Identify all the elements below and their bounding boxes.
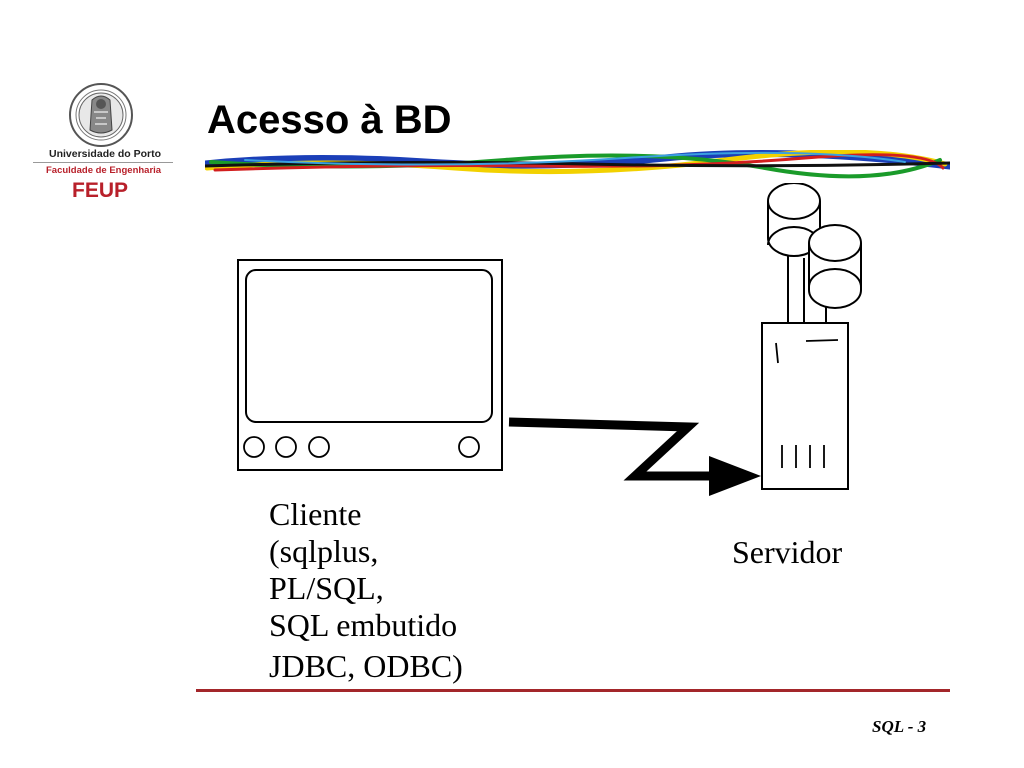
connection-arrow-icon: [508, 417, 761, 496]
client-label-line: Cliente: [269, 496, 362, 532]
client-label-line: JDBC, ODBC): [269, 648, 463, 684]
logo-divider: [33, 162, 173, 163]
university-name: Universidade do Porto: [49, 148, 162, 160]
database-cylinder-icon: [808, 224, 862, 309]
client-label-line: PL/SQL,: [269, 570, 384, 606]
server-label: Servidor: [732, 534, 843, 570]
faculty-acronym: FEUP: [72, 179, 129, 202]
client-computer-icon: [237, 259, 503, 471]
footer-divider: [196, 689, 950, 692]
server-icon: [761, 183, 862, 490]
client-label-line: SQL embutido: [269, 607, 458, 643]
database-cylinder-icon: [767, 183, 821, 257]
feup-logo: Universidade do Porto Faculdade de Engen…: [28, 82, 178, 202]
decorative-brush-stroke: [205, 150, 950, 179]
university-seal-icon: [69, 83, 133, 147]
faculty-name: Faculdade de Engenharia: [46, 165, 162, 176]
client-label-line: (sqlplus,: [269, 533, 379, 569]
client-label: Cliente (sqlplus, PL/SQL, SQL embutido J…: [269, 496, 463, 685]
slide-number: SQL - 3: [872, 717, 927, 736]
slide-title: Acesso à BD: [207, 98, 452, 142]
